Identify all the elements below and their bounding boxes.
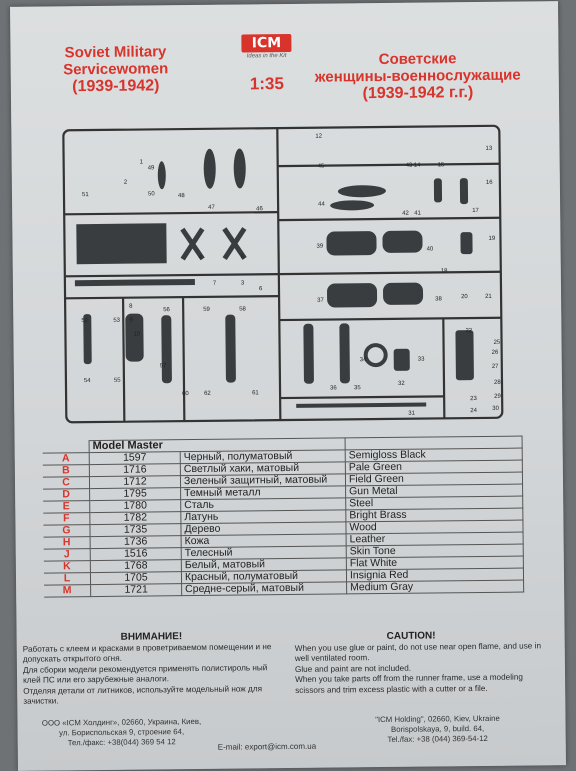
svg-text:18: 18 [441,268,448,274]
warning-ru-text: Работать с клеем и красками в проветрива… [23,642,280,707]
svg-text:49: 49 [148,165,155,171]
svg-text:15: 15 [438,162,445,168]
warning-ru-title: ВНИМАНИЕ! [120,631,183,643]
svg-text:56: 56 [163,307,170,313]
svg-text:57: 57 [160,363,167,369]
svg-text:62: 62 [204,391,211,397]
svg-text:43: 43 [406,163,413,169]
svg-text:60: 60 [182,391,189,397]
svg-text:6: 6 [259,286,263,292]
title-en-line-1: Soviet Military [64,43,167,62]
svg-text:42: 42 [402,211,409,217]
footer-address-en: "ICM Holding", 02660, Kiev, Ukraine Bori… [375,713,500,744]
svg-text:32: 32 [398,381,405,387]
svg-text:47: 47 [208,205,215,211]
svg-text:34: 34 [360,357,367,363]
logo-tagline: Ideas in the Kit [246,52,287,60]
svg-text:22: 22 [465,328,472,334]
svg-text:61: 61 [252,390,259,396]
warning-en-line: When you take parts off from the runner … [295,672,523,695]
title-ru-line-2: женщины-военнослужащие [314,66,521,86]
title-ru-years: (1939-1942 г.г.) [362,84,474,103]
warning-en-title: CAUTION! [386,630,436,642]
svg-text:9: 9 [129,318,133,324]
warning-ru-line: Работать с клеем и красками в проветрива… [22,642,272,665]
svg-text:25: 25 [494,340,501,346]
title-russian: Советские женщины-военнослужащие (1939-1… [303,49,534,102]
svg-text:29: 29 [494,394,501,400]
svg-text:28: 28 [494,380,501,386]
svg-text:41: 41 [414,211,421,217]
svg-text:1: 1 [140,159,144,165]
svg-text:40: 40 [427,246,434,252]
svg-text:44: 44 [318,202,325,208]
svg-text:30: 30 [492,406,499,412]
svg-text:20: 20 [461,294,468,300]
warning-en-line: When you use glue or paint, do not use n… [294,641,542,664]
svg-text:37: 37 [317,298,324,304]
svg-text:19: 19 [488,236,495,242]
svg-text:5: 5 [241,254,245,260]
svg-text:4: 4 [199,255,203,261]
svg-text:38: 38 [435,296,442,302]
footer-address-ru: ООО «ICM Холдинг», 02660, Украина, Киев,… [41,716,202,747]
svg-text:50: 50 [148,191,155,197]
svg-text:39: 39 [317,244,324,250]
svg-text:24: 24 [470,408,477,414]
svg-text:59: 59 [203,307,210,313]
footer-email: E-mail: export@icm.com.ua [217,741,317,752]
svg-text:48: 48 [178,193,185,199]
svg-text:17: 17 [472,208,479,214]
svg-text:16: 16 [486,180,493,186]
sprue-diagram: 12 13 14 15 16 17 18 19 20 21 22 23 24 2… [62,124,504,424]
svg-text:31: 31 [408,411,415,417]
svg-text:23: 23 [470,396,477,402]
svg-text:7: 7 [213,281,217,287]
svg-text:58: 58 [239,306,246,312]
scale-label: 1:35 [249,74,284,94]
svg-text:2: 2 [124,180,128,186]
svg-text:36: 36 [330,385,337,391]
title-en-years: (1939-1942) [72,77,160,96]
svg-text:54: 54 [84,378,91,384]
svg-text:33: 33 [418,357,425,363]
svg-text:27: 27 [492,364,499,370]
svg-text:46: 46 [256,206,263,212]
sprue-part-numbers: 12 13 14 15 16 17 18 19 20 21 22 23 24 2… [81,134,501,417]
svg-text:21: 21 [485,294,492,300]
svg-text:13: 13 [485,146,492,152]
svg-text:45: 45 [318,164,325,170]
warning-ru-line: Для сборки модели рекомендуется применят… [22,663,268,686]
svg-text:35: 35 [354,385,361,391]
title-english: Soviet Military Servicewomen (1939-1942) [40,43,191,96]
svg-text:8: 8 [129,304,133,310]
svg-text:26: 26 [492,350,499,356]
svg-text:53: 53 [113,318,120,324]
instruction-sheet: Soviet Military Servicewomen (1939-1942)… [10,1,566,771]
icm-logo: ICM Ideas in the Kit [224,33,308,60]
svg-text:3: 3 [241,280,245,286]
svg-text:12: 12 [315,134,322,140]
warning-en-text: When you use glue or paint, do not use n… [295,641,546,696]
title-en-line-2: Servicewomen [63,60,169,79]
svg-text:52: 52 [81,318,88,324]
logo-brand: ICM [241,33,292,53]
svg-text:10: 10 [133,332,140,338]
svg-text:55: 55 [114,378,121,384]
warning-ru-line: Отделяя детали от литников, используйте … [23,683,263,706]
svg-text:51: 51 [82,192,89,198]
sprue-frame [62,124,504,424]
svg-text:14: 14 [414,163,421,169]
sprue-parts [74,148,474,408]
